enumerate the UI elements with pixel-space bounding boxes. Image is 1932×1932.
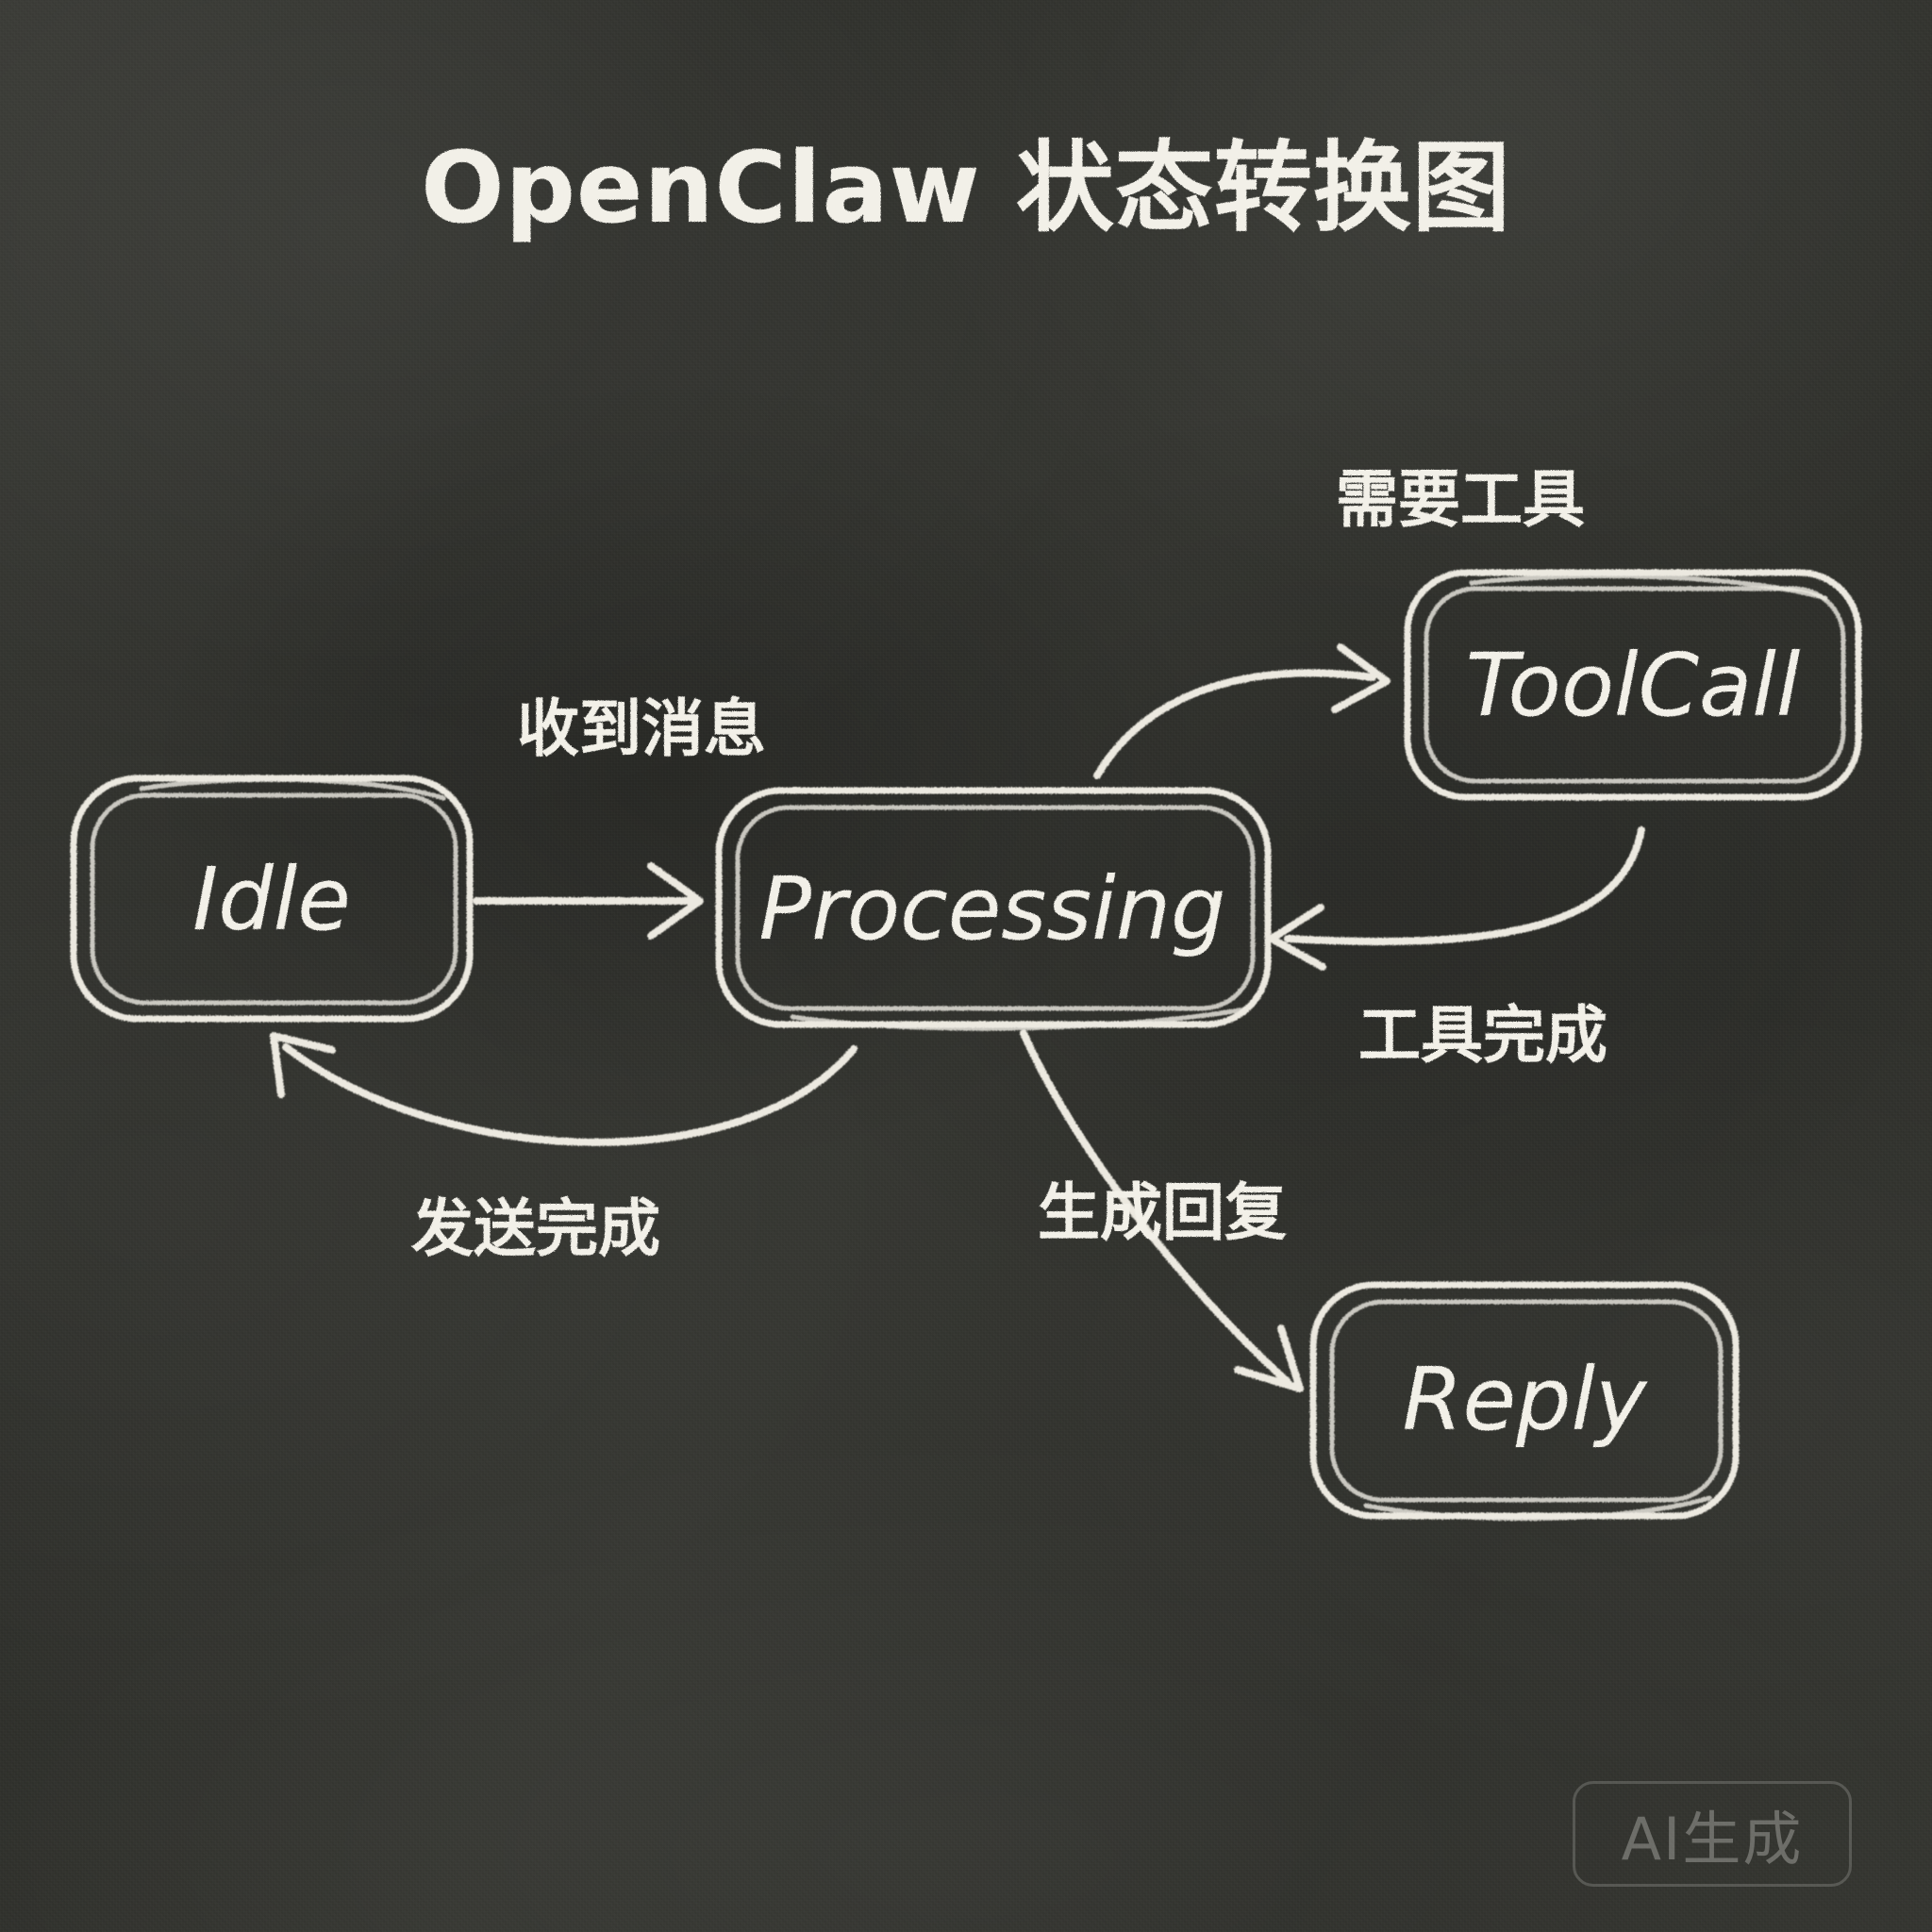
state-nodes: Idle Processing [70, 569, 1862, 1522]
edge-label-needs-tool: 需要工具 [1336, 463, 1585, 536]
state-label-idle: Idle [192, 849, 351, 950]
transition-edges [270, 643, 1645, 1392]
edge-label-received-message: 收到消息 [517, 692, 766, 765]
state-node-toolcall[interactable]: ToolCall [1404, 569, 1862, 801]
edge-processing-to-idle [270, 1032, 858, 1146]
state-label-toolcall: ToolCall [1466, 635, 1801, 736]
watermark-label: AI生成 [1621, 1805, 1804, 1874]
edge-processing-to-reply [1020, 1029, 1304, 1392]
state-node-reply[interactable]: Reply [1309, 1281, 1740, 1522]
transition-labels: 收到消息 需要工具 工具完成 发送完成 生成回复 [411, 463, 1608, 1266]
state-node-idle[interactable]: Idle [70, 774, 474, 1023]
edge-idle-to-processing [473, 862, 704, 940]
edge-label-generate-reply: 生成回复 [1038, 1176, 1287, 1249]
edge-toolcall-to-processing [1268, 826, 1645, 971]
state-label-processing: Processing [759, 858, 1226, 959]
diagram-title: OpenClaw 状态转换图 [421, 130, 1511, 246]
state-node-processing[interactable]: Processing [715, 787, 1272, 1031]
title-label: OpenClaw 状态转换图 [421, 130, 1511, 245]
ai-generated-watermark: AI生成 [1573, 1781, 1852, 1887]
edge-label-send-complete: 发送完成 [411, 1192, 660, 1265]
edge-processing-to-toolcall [1093, 643, 1391, 779]
edge-label-tool-complete: 工具完成 [1358, 999, 1607, 1072]
state-label-reply: Reply [1403, 1349, 1648, 1450]
